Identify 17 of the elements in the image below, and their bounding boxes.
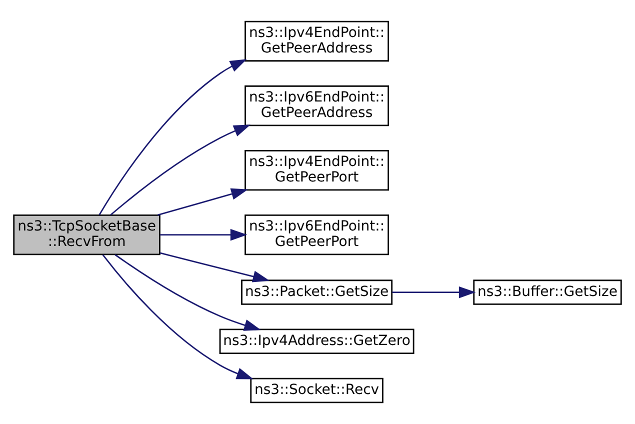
node-box: ns3::Packet::GetSize xyxy=(241,280,393,305)
arrow xyxy=(160,252,270,282)
arrow xyxy=(392,286,476,298)
arrow xyxy=(114,254,262,331)
node-box: ns3::Ipv6EndPoint:: GetPeerAddress xyxy=(244,85,390,126)
node-box: ns3::Ipv6EndPoint:: GetPeerPort xyxy=(244,214,390,256)
node-box: ns3::Ipv4Address::GetZero xyxy=(219,328,414,354)
node-box: ns3::Ipv4EndPoint:: GetPeerPort xyxy=(244,150,390,191)
node-box: ns3::TcpSocketBase ::RecvFrom xyxy=(13,214,160,256)
arrow xyxy=(98,59,247,216)
arrow xyxy=(157,188,248,216)
node-box: ns3::Buffer::GetSize xyxy=(473,280,622,305)
node-box: ns3::Ipv4EndPoint:: GetPeerAddress xyxy=(244,20,390,62)
arrow xyxy=(110,124,251,216)
arrow xyxy=(160,228,248,241)
node-box: ns3::Socket::Recv xyxy=(250,378,384,404)
arrow xyxy=(102,254,254,380)
